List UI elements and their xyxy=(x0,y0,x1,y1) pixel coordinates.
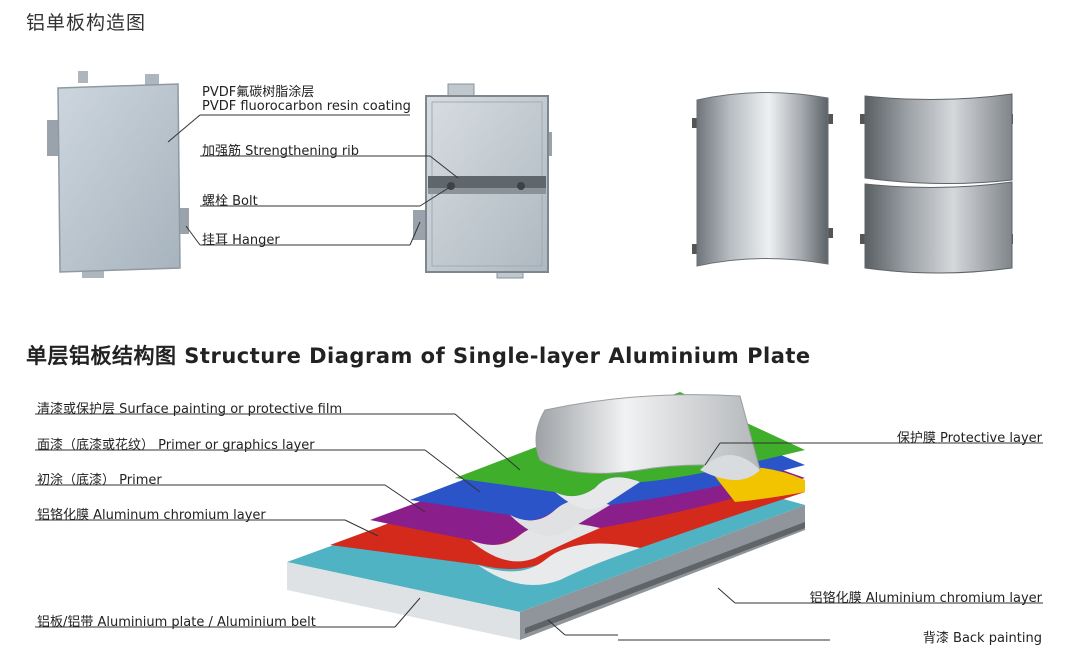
label-bolt: 螺栓 Bolt xyxy=(202,194,258,209)
back-panel xyxy=(413,83,552,279)
label-hanger: 挂耳 Hanger xyxy=(202,233,280,248)
layer-diagram xyxy=(287,392,805,640)
label-coating-cn: PVDF氟碳树脂涂层 xyxy=(202,85,315,100)
section-title: 单层铝板结构图 Structure Diagram of Single-laye… xyxy=(26,344,811,368)
label-protective-layer: 保护膜 Protective layer xyxy=(896,431,1042,446)
protective-film xyxy=(535,394,761,474)
panel-leader-lines xyxy=(167,114,459,246)
label-primer-graphics: 面漆（底漆或花纹） Primer or graphics layer xyxy=(37,438,315,453)
label-coating-en: PVDF fluorocarbon resin coating xyxy=(202,99,411,114)
curved-panel-split xyxy=(860,93,1013,274)
label-chromium-layer-back: 铝铬化膜 Aluminium chromium layer xyxy=(809,591,1042,606)
layer-leader-lines xyxy=(35,413,1043,641)
label-aluminium-plate: 铝板/铝带 Aluminium plate / Aluminium belt xyxy=(37,615,316,630)
label-primer: 初涂（底漆） Primer xyxy=(37,473,162,488)
label-surface-painting: 清漆或保护层 Surface painting or protective fi… xyxy=(37,402,343,417)
base-plate-front xyxy=(287,562,520,640)
front-panel xyxy=(47,71,189,278)
label-back-painting: 背漆 Back painting xyxy=(922,631,1042,646)
label-rib: 加强筋 Strengthening rib xyxy=(202,144,360,159)
curved-panel xyxy=(692,92,833,267)
page-title: 铝单板构造图 xyxy=(26,12,147,34)
label-chromium-layer: 铝铬化膜 Aluminum chromium layer xyxy=(37,508,266,523)
